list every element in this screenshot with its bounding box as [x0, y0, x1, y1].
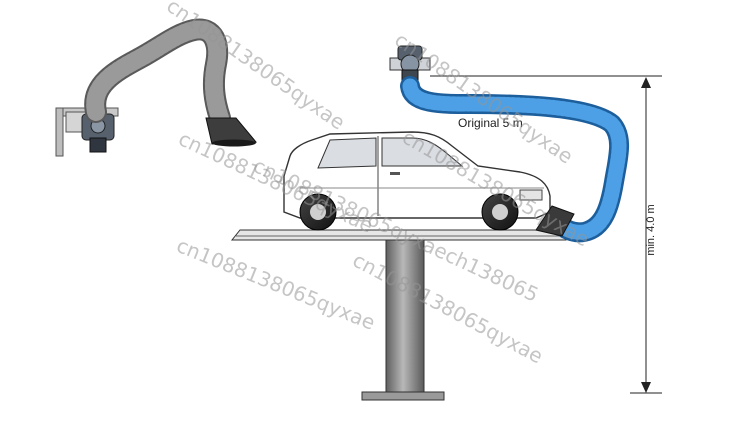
right-exhaust-nozzle [535, 205, 575, 237]
wall-mounted-extraction-arm [55, 18, 258, 157]
lift-base [361, 391, 445, 401]
car-tail-light [519, 189, 543, 201]
hatchback-car [283, 131, 551, 231]
dimension-arrow-top [641, 77, 651, 88]
car-door-handle [390, 172, 400, 175]
hose-length-label: Original 5 m [458, 116, 523, 130]
dimension-arrow-bottom [641, 382, 651, 393]
lift-platform [230, 229, 578, 241]
car-rear-window [381, 137, 464, 167]
blue-flex-hose-ribs [402, 78, 627, 240]
lift-post [385, 239, 425, 393]
car-front-hub [310, 204, 326, 220]
ceiling-extraction-system [389, 45, 629, 243]
height-dimension [430, 75, 662, 394]
left-flex-hose [84, 18, 231, 129]
single-post-lift [230, 229, 578, 401]
left-exhaust-nozzle [205, 117, 258, 147]
car-front-window [317, 137, 377, 169]
car-rear-hub [492, 204, 508, 220]
height-dimension-label: min. 4.0 m [645, 204, 657, 256]
